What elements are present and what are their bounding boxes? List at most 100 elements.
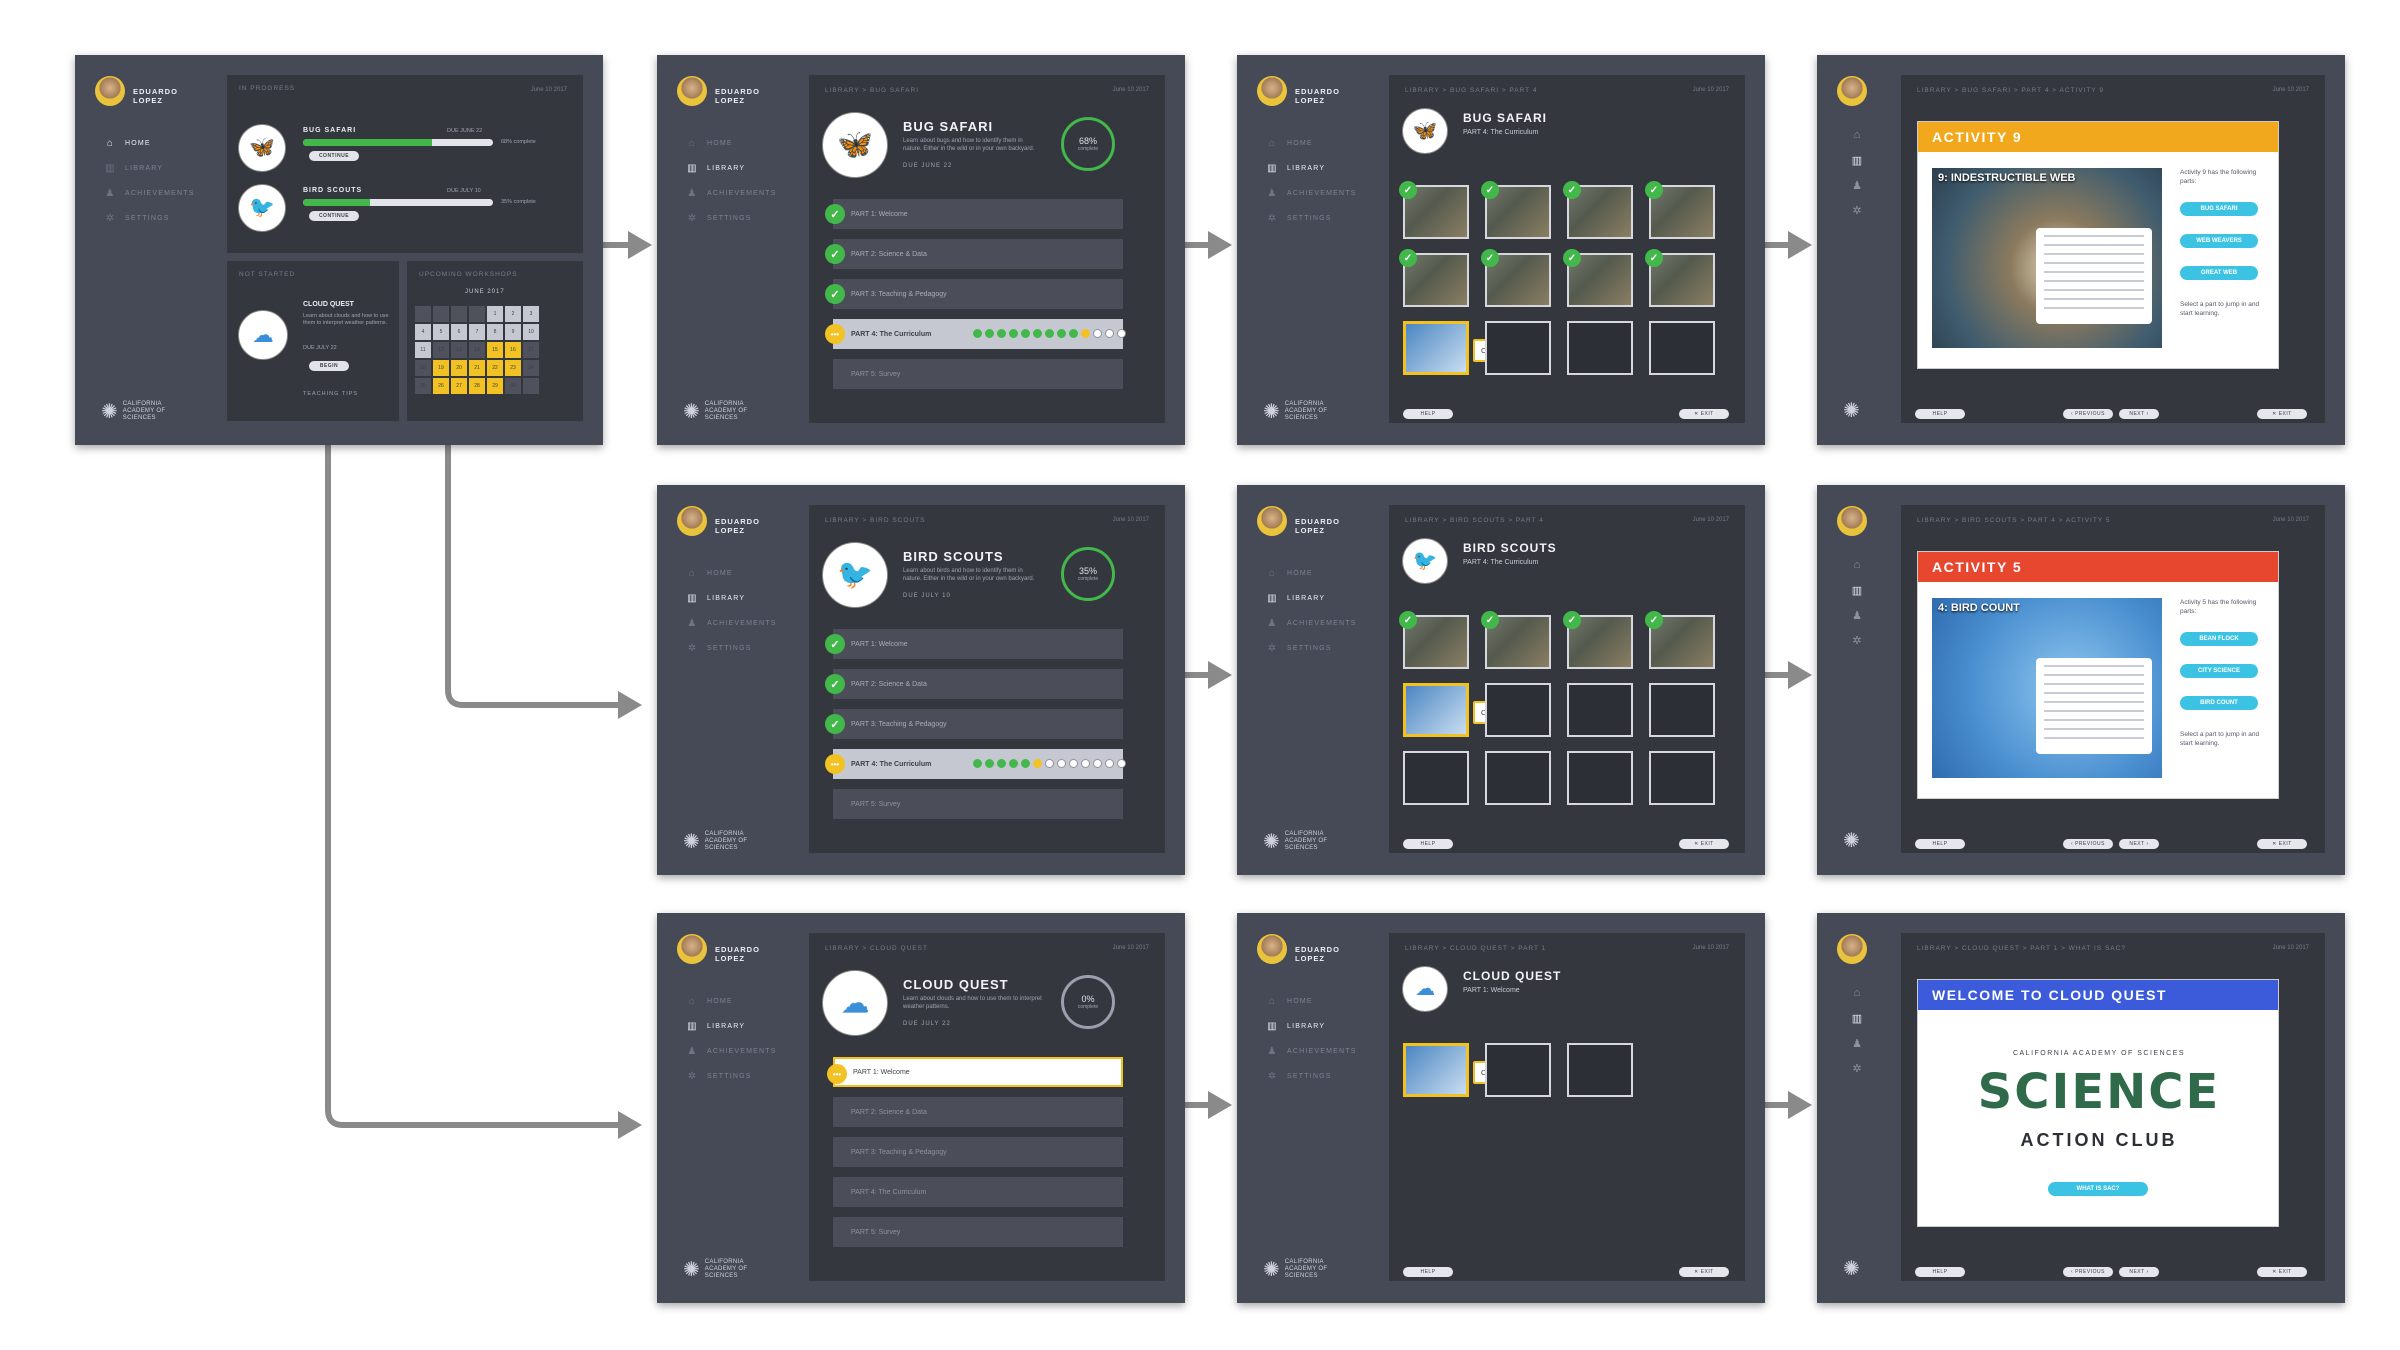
activity-dot[interactable] [1069, 329, 1078, 338]
nav-item-library[interactable]: ▥LIBRARY [1267, 156, 1357, 181]
part-row[interactable]: PART 4: The Curriculum [833, 1177, 1123, 1207]
activity-dot[interactable] [1021, 329, 1030, 338]
what-is-sac-button[interactable]: WHAT IS SAC? [2048, 1182, 2148, 1196]
activity-tile[interactable] [1567, 321, 1633, 375]
continue-button[interactable]: CONTINUE [309, 151, 359, 161]
activity-part-button[interactable]: BUG SAFARI [2180, 202, 2258, 216]
calendar-day[interactable]: 3 [523, 306, 539, 322]
activity-dot[interactable] [1069, 759, 1078, 768]
activity-dot[interactable] [973, 329, 982, 338]
activity-dot[interactable] [1057, 329, 1066, 338]
avatar[interactable] [1837, 76, 1867, 106]
part-row[interactable]: PART 2: Science & Data✓ [825, 669, 1123, 699]
nav-item-settings[interactable]: ✲SETTINGS [687, 1064, 777, 1089]
activity-tile[interactable] [1567, 1043, 1633, 1097]
part-row[interactable]: PART 1: Welcome••• [827, 1057, 1123, 1087]
teaching-tips[interactable]: TEACHING TIPS [303, 391, 359, 397]
nav-item-library[interactable]: ▥LIBRARY [1267, 1014, 1357, 1039]
part-row[interactable]: PART 1: Welcome✓ [825, 199, 1123, 229]
activity-tile[interactable] [1649, 751, 1715, 805]
activity-tile[interactable] [1403, 321, 1469, 375]
activity-tile[interactable] [1403, 751, 1469, 805]
avatar[interactable] [677, 934, 707, 964]
calendar-day[interactable]: 18 [415, 360, 431, 376]
activity-dot[interactable] [1045, 759, 1054, 768]
calendar-day[interactable] [469, 306, 485, 322]
activity-dot[interactable] [1117, 329, 1126, 338]
person-icon[interactable]: ♟ [1852, 1038, 1862, 1050]
avatar[interactable] [1837, 934, 1867, 964]
activity-dot[interactable] [1093, 329, 1102, 338]
activity-dot[interactable] [997, 329, 1006, 338]
activity-tile[interactable]: ✓ [1563, 181, 1633, 239]
part-row[interactable]: PART 4: The Curriculum••• [825, 319, 1126, 349]
calendar-day[interactable]: 19 [433, 360, 449, 376]
nav-item-settings[interactable]: ✲SETTINGS [1267, 1064, 1357, 1089]
calendar-day[interactable]: 5 [433, 324, 449, 340]
calendar-day[interactable]: 11 [415, 342, 431, 358]
exit-button[interactable]: ✕ EXIT [1679, 839, 1729, 849]
nav-item-home[interactable]: ⌂HOME [105, 131, 195, 156]
help-button[interactable]: HELP [1915, 839, 1965, 849]
activity-dot[interactable] [1009, 329, 1018, 338]
calendar-day[interactable]: 22 [487, 360, 503, 376]
person-icon[interactable]: ♟ [1852, 180, 1862, 192]
activity-part-button[interactable]: GREAT WEB [2180, 266, 2258, 280]
calendar-day[interactable]: 1 [487, 306, 503, 322]
activity-tile[interactable] [1649, 683, 1715, 737]
activity-tile[interactable]: ✓ [1645, 611, 1715, 669]
activity-tile[interactable] [1567, 683, 1633, 737]
calendar-day[interactable]: 15 [487, 342, 503, 358]
activity-part-button[interactable]: BEAN FLOCK [2180, 632, 2258, 646]
activity-tile[interactable] [1567, 751, 1633, 805]
activity-tile[interactable] [1485, 321, 1551, 375]
activity-tile[interactable]: ✓ [1481, 611, 1551, 669]
nav-item-achievements[interactable]: ♟ACHIEVEMENTS [105, 181, 195, 206]
help-button[interactable]: HELP [1403, 409, 1453, 419]
activity-tile[interactable]: ✓ [1645, 249, 1715, 307]
nav-item-settings[interactable]: ✲SETTINGS [687, 636, 777, 661]
calendar-day[interactable] [451, 306, 467, 322]
nav-item-home[interactable]: ⌂HOME [687, 561, 777, 586]
activity-dot[interactable] [1081, 329, 1090, 338]
activity-image[interactable]: 9: INDESTRUCTIBLE WEB [1932, 168, 2162, 348]
help-button[interactable]: HELP [1915, 409, 1965, 419]
nav-item-home[interactable]: ⌂HOME [1267, 561, 1357, 586]
activity-tile[interactable]: ✓ [1481, 181, 1551, 239]
nav-item-achievements[interactable]: ♟ACHIEVEMENTS [1267, 611, 1357, 636]
book-icon[interactable]: ▥ [1851, 155, 1863, 167]
nav-item-home[interactable]: ⌂HOME [1267, 989, 1357, 1014]
calendar-day[interactable]: 26 [433, 378, 449, 394]
avatar[interactable] [677, 76, 707, 106]
part-row[interactable]: PART 1: Welcome✓ [825, 629, 1123, 659]
activity-dot[interactable] [1093, 759, 1102, 768]
exit-button[interactable]: ✕ EXIT [2257, 839, 2307, 849]
person-icon[interactable]: ♟ [1852, 610, 1862, 622]
calendar-day[interactable]: 2 [505, 306, 521, 322]
gear-icon[interactable]: ✲ [1852, 205, 1862, 217]
activity-dot[interactable] [1105, 759, 1114, 768]
activity-tile[interactable]: ✓ [1563, 249, 1633, 307]
activity-tile[interactable]: ✓ [1563, 611, 1633, 669]
calendar-day[interactable]: 24 [523, 360, 539, 376]
calendar-day[interactable]: 27 [451, 378, 467, 394]
activity-dot[interactable] [1033, 759, 1042, 768]
activity-part-button[interactable]: CITY SCIENCE [2180, 664, 2258, 678]
book-icon[interactable]: ▥ [1851, 1013, 1863, 1025]
calendar-day[interactable]: 4 [415, 324, 431, 340]
calendar-day[interactable]: 8 [487, 324, 503, 340]
calendar-day[interactable]: 20 [451, 360, 467, 376]
activity-image[interactable]: 4: BIRD COUNT [1932, 598, 2162, 778]
next-button[interactable]: NEXT › [2119, 409, 2159, 419]
activity-tile[interactable] [1403, 1043, 1469, 1097]
calendar-day[interactable]: 13 [451, 342, 467, 358]
activity-tile[interactable] [1485, 1043, 1551, 1097]
calendar-day[interactable] [433, 306, 449, 322]
activity-tile[interactable] [1649, 321, 1715, 375]
calendar-day[interactable]: 6 [451, 324, 467, 340]
nav-item-achievements[interactable]: ♟ACHIEVEMENTS [687, 181, 777, 206]
exit-button[interactable]: ✕ EXIT [1679, 1267, 1729, 1277]
activity-tile[interactable]: ✓ [1399, 181, 1469, 239]
activity-dot[interactable] [973, 759, 982, 768]
avatar[interactable] [1257, 76, 1287, 106]
